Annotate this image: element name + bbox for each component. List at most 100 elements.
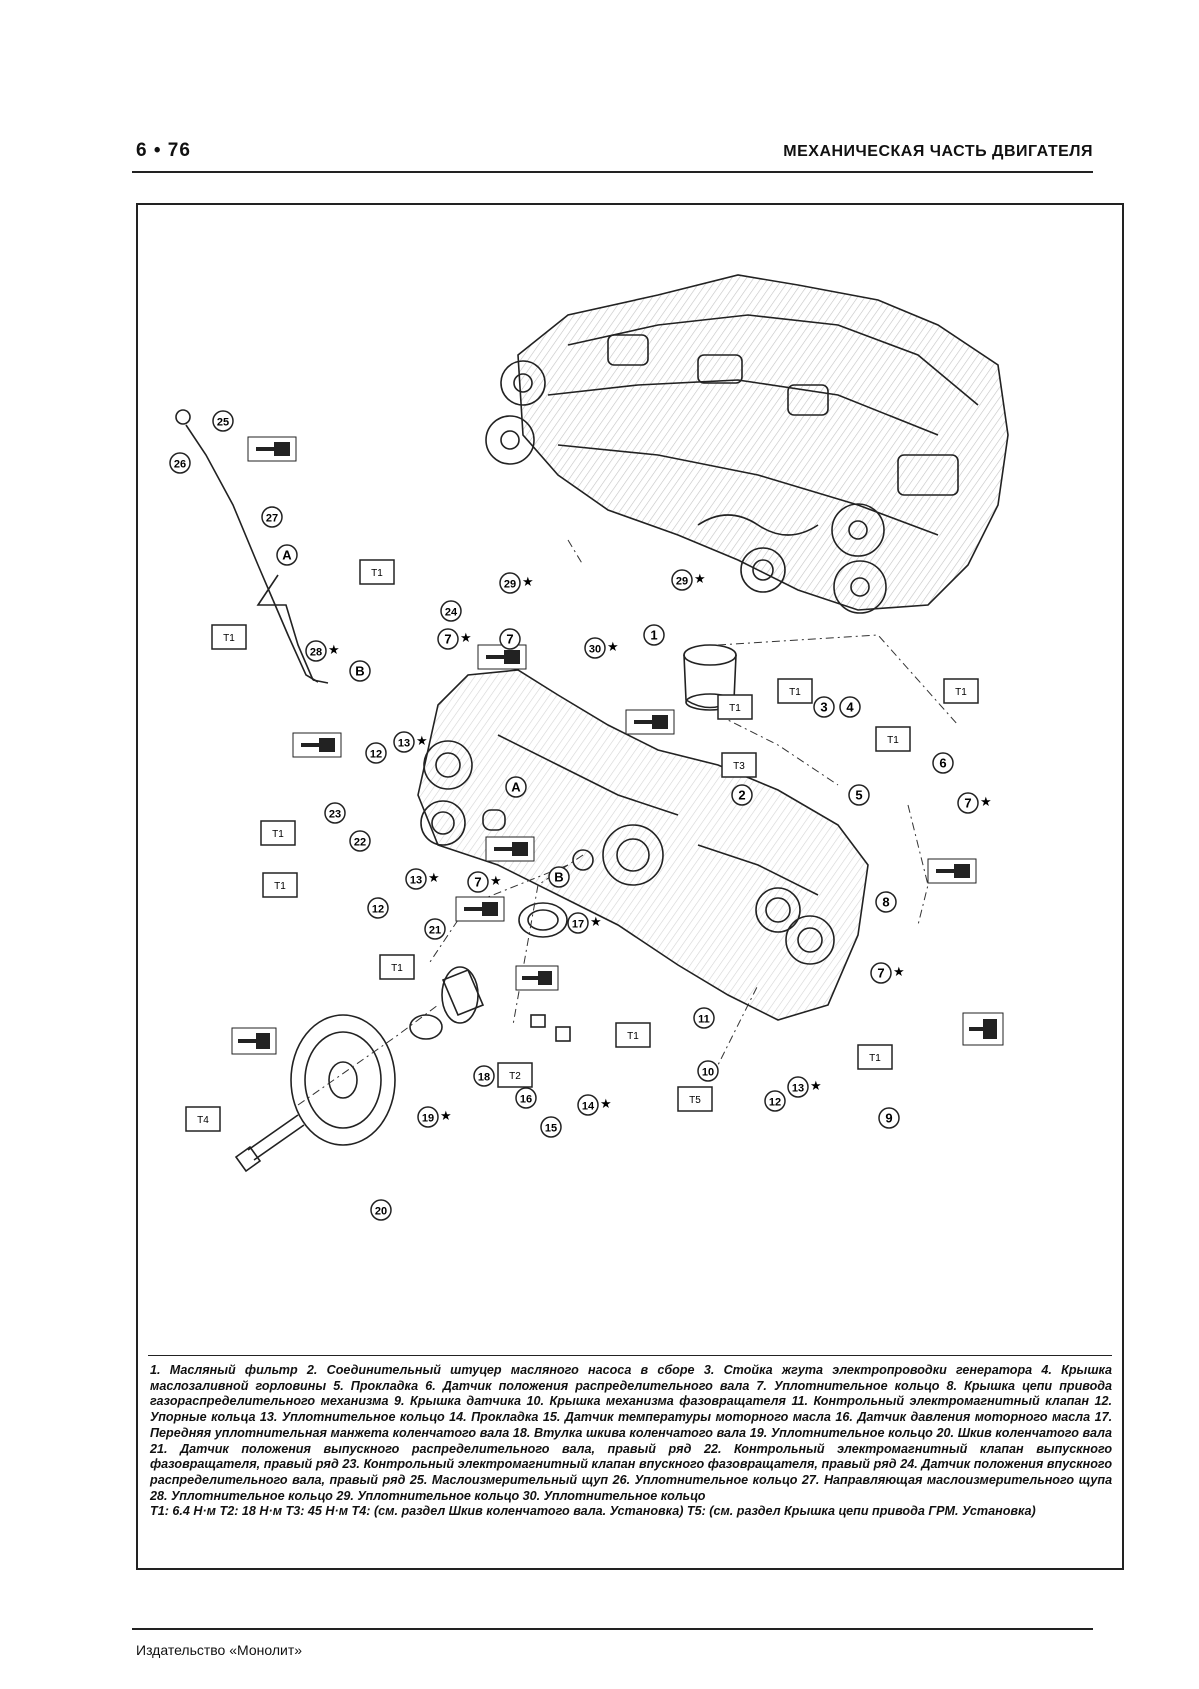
star-mark: ★ [590,914,602,929]
callout-28: 28★ [305,640,340,662]
caption-item-number: 14. [449,1410,467,1425]
torque-box-t2: T2 [497,1062,533,1088]
caption-item-text: Датчик положения распределительного вала [442,1378,750,1393]
callout-label: 26 [174,459,186,471]
caption-item-text: Датчик положения выпускного распределите… [180,1441,692,1456]
caption-item-text: Шкив коленчатого вала [957,1425,1112,1440]
caption-item-text: Контрольный электромагнитный клапан выпу… [150,1441,1113,1472]
caption-item-text: Уплотнительное кольцо [281,1410,445,1425]
callout-A: A [505,776,527,798]
caption-item-number: 19. [749,1425,768,1440]
caption-item-text: 6.4 Н·м [172,1504,217,1519]
callout-label: 10 [702,1067,714,1079]
callout-circle [349,660,371,682]
callout-circle [370,1199,392,1221]
torque-box-label: T1 [272,829,284,840]
callout-25: 25 [212,410,234,432]
callout-19: 19★ [417,1106,452,1128]
caption-item-number: 12. [1094,1394,1113,1409]
caption-item-number: 7. [756,1378,767,1393]
torque-box-label: T1 [391,963,403,974]
caption-item-number: T5: [686,1504,706,1519]
caption-item-text: Контрольный электромагнитный клапан впус… [363,1457,897,1472]
caption-item-text: Уплотнительное кольцо [543,1488,706,1503]
caption-item-number: 27. [801,1472,820,1487]
caption-item-text: Крышка маслозаливной горловины [150,1363,1113,1393]
footer-rule [132,1628,1093,1630]
torque-box-t4: T4 [185,1106,221,1132]
callout-circle [393,731,415,753]
caption-item-number: 17. [1094,1410,1113,1425]
caption-item-number: 5. [333,1378,344,1393]
callout-label: 29 [676,576,688,588]
torque-box-t1: T1 [379,954,415,980]
timing-chain-cover [417,669,869,1021]
callout-22: 22 [349,830,371,852]
callout-circle [405,868,427,890]
callout-29: 29★ [499,572,534,594]
caption-item-text: Уплотнительное кольцо [634,1472,798,1487]
callout-label: 13 [410,875,422,887]
torque-box-label: T3 [733,761,745,772]
callout-circle [467,871,489,893]
callout-11: 11 [693,1007,715,1029]
callout-label: 12 [372,904,384,916]
callout-label: 6 [939,756,946,771]
publisher: Издательство «Монолит» [136,1642,303,1658]
callout-label: A [511,780,521,795]
caption-item-number: 9. [394,1394,405,1409]
torque-box-label: T2 [509,1071,521,1082]
caption-item-text: Передняя уплотнительная манжета коленчат… [150,1425,510,1440]
callout-14: 14★ [577,1094,612,1116]
callout-12: 12 [764,1090,786,1112]
torque-box-frame [717,694,753,720]
torque-box-frame [721,752,757,778]
torque-box-frame [857,1044,893,1070]
caption-item-text: Крышка датчика [410,1394,521,1409]
callout-label: 9 [885,1111,892,1126]
callout-26: 26 [169,452,191,474]
caption-item-text: Уплотнительное кольцо [770,1425,933,1440]
callout-circle [957,792,979,814]
caption-item-number: 2. [306,1363,318,1377]
callout-label: B [355,664,364,679]
callout-circle [848,784,870,806]
caption-item-text: Датчик давления моторного масла [857,1410,1091,1425]
callout-circle [643,624,665,646]
callout-label: 7 [964,796,971,811]
caption-item-number: 10. [526,1394,545,1409]
callout-circle [440,600,462,622]
callout-A: A [276,544,298,566]
callout-7: 7★ [467,871,502,893]
torque-box-t3: T3 [721,752,757,778]
callout-circle [870,962,892,984]
caption-item-number: 22. [703,1441,722,1456]
caption-item-text: Уплотнительное кольцо [774,1378,940,1393]
callout-label: B [554,870,563,885]
caption-items: 1. Масляный фильтр 2. Соединительный шту… [150,1363,1112,1504]
callout-circle [169,452,191,474]
caption-item-text: Упорные кольца [150,1410,256,1425]
star-mark: ★ [893,964,905,979]
caption-item-number: 24. [900,1457,918,1472]
callout-circle [693,1007,715,1029]
callout-B: B [349,660,371,682]
callout-label: 11 [698,1014,710,1026]
torque-box-t1: T1 [211,624,247,650]
caption-item-number: 18. [512,1425,531,1440]
callout-label: 30 [589,644,601,656]
callout-2: 2 [731,784,753,806]
callout-circle [567,912,589,934]
callout-circle [437,628,459,650]
torque-box-frame [260,820,296,846]
callout-15: 15 [540,1116,562,1138]
callout-7: 7★ [437,628,472,650]
callout-circle [473,1065,495,1087]
caption-item-number: 8. [946,1378,957,1393]
callout-21: 21 [424,918,446,940]
callout-label: 21 [429,925,441,937]
caption-item-number: 1. [150,1363,161,1377]
caption-item-text: Контрольный электромагнитный клапан [813,1394,1090,1409]
